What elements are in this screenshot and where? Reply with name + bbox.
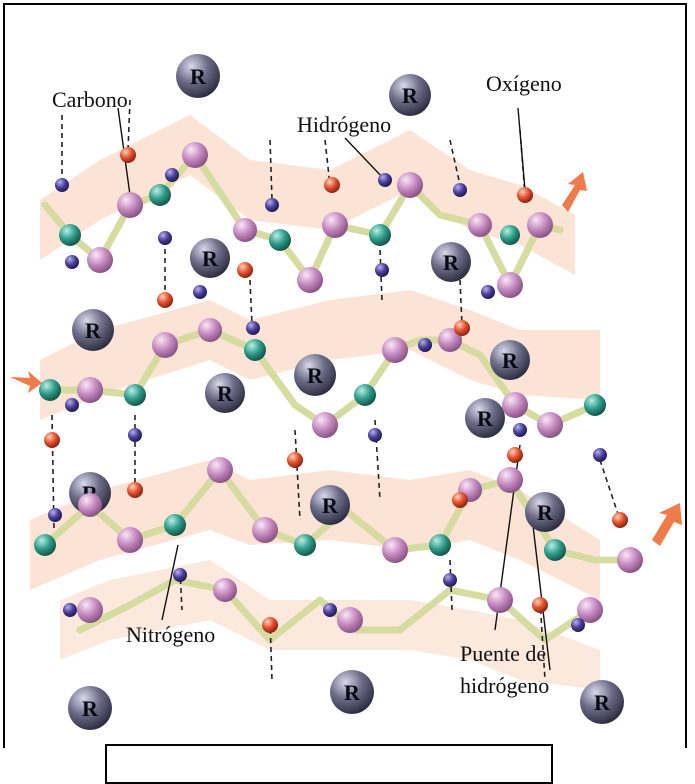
r-group: R (294, 354, 336, 396)
r-group: R (490, 340, 530, 380)
r-group: R (580, 680, 624, 724)
r-group: R (330, 670, 374, 714)
legend-box (105, 744, 553, 784)
svg-text:R: R (594, 690, 611, 715)
r-group: R (465, 398, 505, 438)
label-nitrogeno: Nitrógeno (126, 622, 215, 647)
svg-text:R: R (307, 363, 324, 388)
svg-text:R: R (217, 381, 234, 406)
r-group: R (431, 242, 471, 282)
svg-text:R: R (443, 250, 460, 275)
svg-text:R: R (502, 348, 519, 373)
svg-text:R: R (85, 318, 102, 343)
arrow-bottom-right-icon (652, 503, 682, 546)
label-hidrogeno-bond: hidrógeno (460, 673, 549, 698)
r-group: R (525, 492, 565, 532)
r-group: R (72, 309, 114, 351)
r-group: R (176, 54, 220, 98)
svg-text:R: R (202, 246, 219, 271)
svg-text:R: R (190, 64, 207, 89)
svg-text:R: R (344, 680, 361, 705)
label-hidrogeno: Hidrógeno (297, 112, 391, 137)
arrow-left-icon (10, 371, 42, 393)
svg-text:R: R (537, 500, 554, 525)
r-group: R (310, 485, 350, 525)
label-puente-de: Puente de (460, 641, 546, 666)
svg-text:R: R (402, 83, 419, 108)
svg-text:R: R (322, 493, 339, 518)
svg-text:R: R (477, 406, 494, 431)
label-carbono: Carbono (52, 87, 128, 112)
arrow-top-right-icon (562, 172, 587, 212)
r-group: R (190, 238, 230, 278)
svg-text:R: R (82, 696, 99, 721)
r-group: R (68, 686, 112, 730)
r-group: R (389, 74, 431, 116)
label-oxigeno: Oxígeno (486, 71, 562, 96)
r-group: R (205, 373, 245, 413)
